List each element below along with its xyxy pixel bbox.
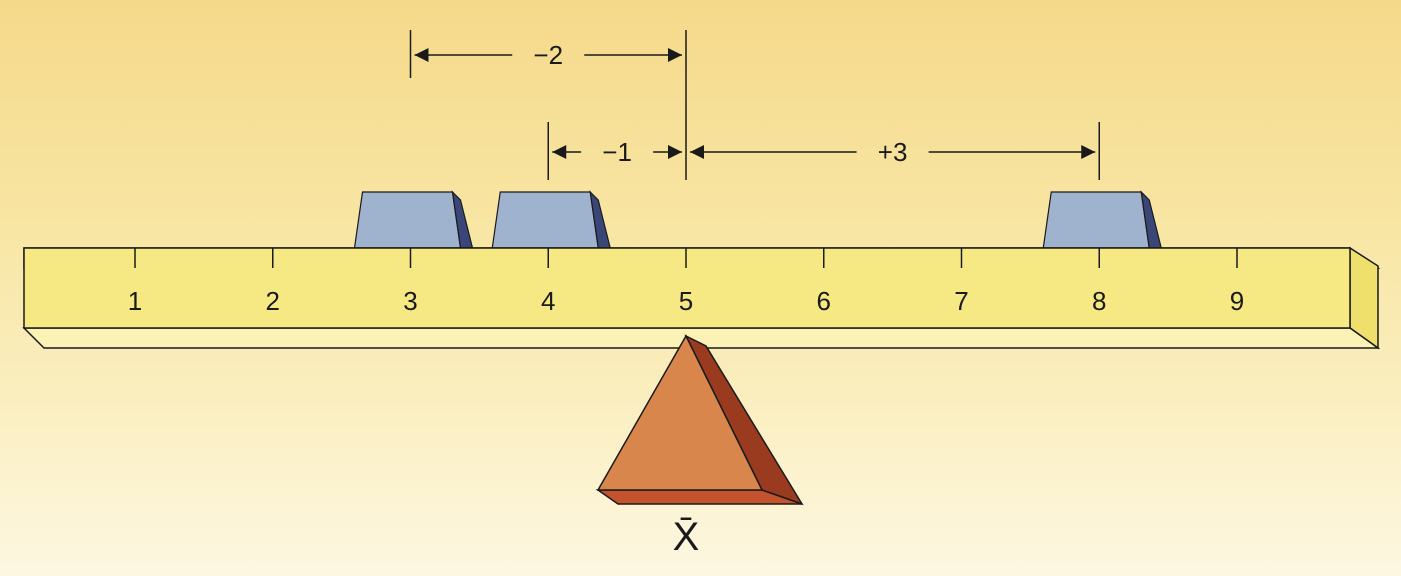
weight-front-face — [1042, 191, 1150, 249]
weight-at-3 — [353, 190, 474, 249]
arrowhead-left — [552, 145, 567, 159]
weight-front-face — [353, 191, 462, 249]
scale-tick-label: 7 — [954, 286, 968, 316]
deviation-minus-2: −2 — [414, 40, 682, 70]
deviation-plus-3: +3 — [690, 137, 1096, 167]
weight-at-8 — [1042, 190, 1163, 249]
weights — [353, 190, 1163, 249]
scale-tick-label: 4 — [541, 286, 555, 316]
fulcrum-front-face — [596, 334, 764, 491]
fulcrum: X̄ — [595, 334, 804, 559]
scale-tick-label: 8 — [1092, 286, 1106, 316]
deviation-label: +3 — [878, 137, 908, 167]
scale-tick-label: 2 — [266, 286, 280, 316]
weight-front-face — [491, 191, 599, 249]
scale-tick-label: 9 — [1230, 286, 1244, 316]
deviation-minus-1: −1 — [552, 137, 682, 167]
mean-label: X̄ — [673, 515, 700, 559]
deviation-label: −2 — [533, 40, 563, 70]
arrowhead-right — [668, 145, 682, 159]
weight-at-4 — [491, 190, 612, 249]
beam-front-face — [23, 247, 1351, 329]
beam-scale: 1 2 3 4 5 6 7 8 9 — [128, 248, 1244, 316]
arrowhead-right — [668, 48, 682, 62]
arrowhead-left — [414, 48, 429, 62]
arrowhead-right — [1081, 145, 1096, 159]
arrowhead-left — [690, 145, 704, 159]
scale-tick-label: 6 — [817, 286, 831, 316]
scale-tick-label: 5 — [679, 286, 693, 316]
beam: 1 2 3 4 5 6 7 8 9 — [22, 246, 1381, 350]
scale-tick-label: 1 — [128, 286, 142, 316]
scale-tick-label: 3 — [403, 286, 417, 316]
deviation-dimension-lines: −2 −1 +3 — [409, 30, 1100, 180]
deviation-label: −1 — [602, 137, 632, 167]
